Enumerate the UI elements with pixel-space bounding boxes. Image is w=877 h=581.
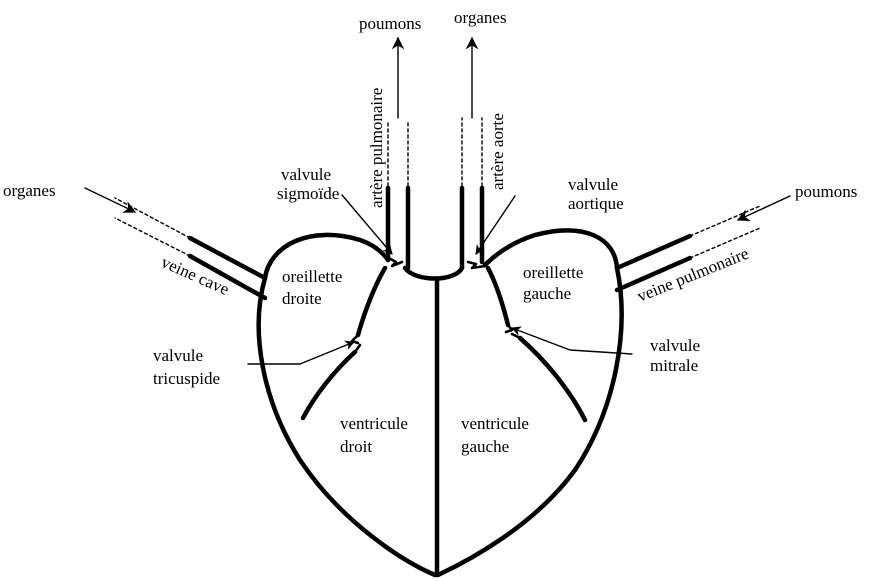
central-bowl: [405, 268, 462, 279]
label-valvule-aortique-2: aortique: [568, 194, 624, 213]
ventricle-wall-right: [303, 352, 355, 418]
atrium-wall-right: [358, 268, 385, 335]
label-top-organes: organes: [454, 8, 507, 27]
mitral-valve-mark: [506, 325, 520, 338]
label-valvule-mitrale-1: valvule: [650, 336, 700, 355]
label-valvule-sigmoide-1: valvule: [281, 165, 331, 184]
label-valvule-aortique-1: valvule: [568, 175, 618, 194]
label-right-poumons: poumons: [795, 182, 857, 201]
label-top-poumons: poumons: [359, 14, 421, 33]
label-artere-aorte: artère aorte: [488, 113, 507, 190]
label-artere-pulmonaire: artère pulmonaire: [367, 88, 386, 208]
label-ventricule-gauche-1: ventricule: [461, 414, 529, 433]
aorta: [462, 38, 485, 268]
vena-cava: [85, 188, 265, 298]
label-valvule-tricuspide-1: valvule: [153, 346, 203, 365]
label-oreillette-droite-2: droite: [282, 289, 322, 308]
label-valvule-mitrale-2: mitrale: [650, 356, 698, 375]
label-oreillette-gauche-1: oreillette: [523, 263, 583, 282]
label-ventricule-droit-1: ventricule: [340, 414, 408, 433]
label-oreillette-droite-1: oreillette: [282, 267, 342, 286]
atrium-wall-left: [488, 268, 508, 325]
label-ventricule-gauche-2: gauche: [461, 437, 509, 456]
label-ventricule-droit-2: droit: [340, 437, 372, 456]
label-oreillette-gauche-2: gauche: [523, 284, 571, 303]
label-left-organes: organes: [3, 181, 56, 200]
label-valvule-tricuspide-2: tricuspide: [153, 369, 220, 388]
tricuspid-valve-mark: [352, 335, 360, 352]
label-valvule-sigmoide-2: sigmoïde: [277, 184, 339, 203]
pulmonary-artery: [385, 38, 408, 268]
